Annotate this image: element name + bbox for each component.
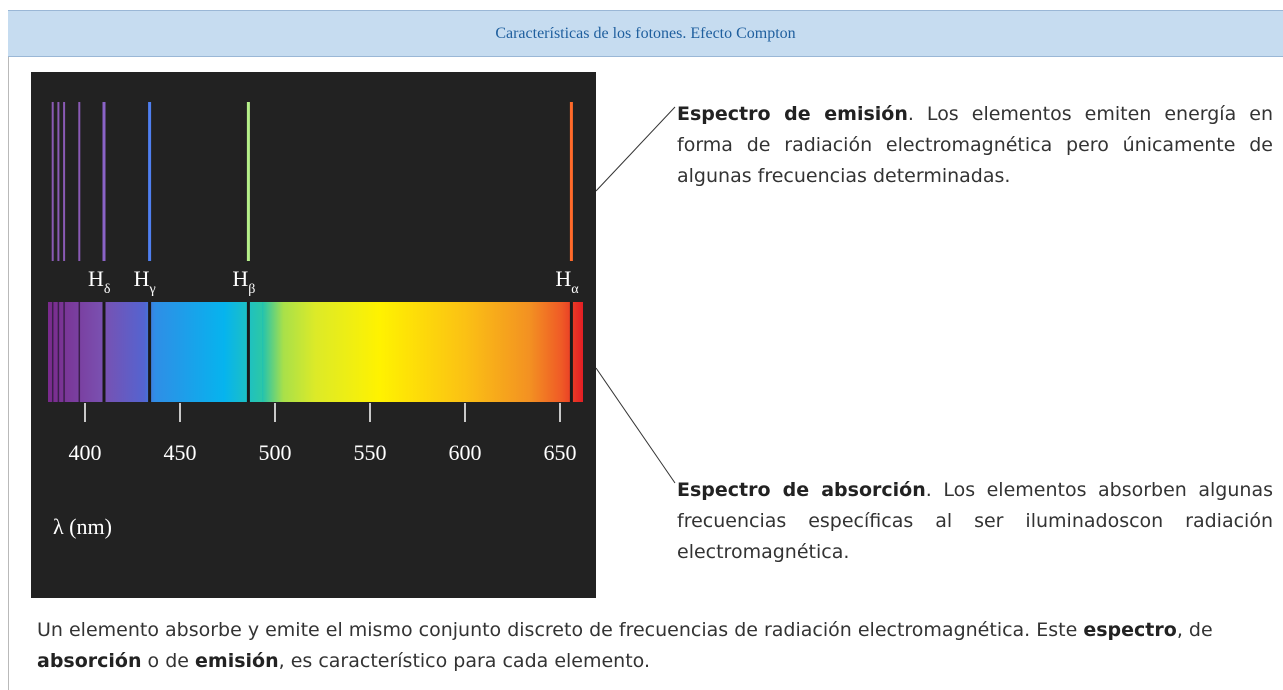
hydrogen-line-label-base: H [555,266,571,291]
hydrogen-line-label-base: H [88,266,104,291]
hydrogen-line-label: Hγ [134,266,156,297]
emission-lines [51,102,573,261]
emission-caption-bold: Espectro de emisión [677,103,908,125]
hydrogen-line-label-base: H [232,266,248,291]
hydrogen-line-label-base: H [134,266,150,291]
absorption-spectrum-band [48,302,583,402]
emission-caption: Espectro de emisión. Los elementos emite… [677,99,1273,192]
hydrogen-line-label-sub: β [248,282,255,297]
emission-caption-text: . Los elementos emiten energía en forma … [677,103,1274,187]
hydrogen-line-label: Hβ [232,266,255,297]
axis-tick-labels: 400 450 500 550 600 650 [69,440,577,465]
footer-bold-2: absorción [37,650,142,672]
hydrogen-line-label-sub: δ [104,282,111,297]
footer-bold-1: espectro [1083,619,1177,641]
hydrogen-line-label: Hα [555,266,579,297]
hydrogen-line-label-sub: γ [148,282,155,297]
footer-text-2: , de [1176,619,1213,641]
axis-tick-label: 550 [354,440,387,465]
footer-text-3: o de [141,650,196,672]
absorption-caption-text: . Los elementos absorben algunas frecuen… [677,479,1273,563]
hydrogen-line-label-sub: α [571,282,579,297]
page-title: Características de los fotones. Efecto C… [495,24,796,42]
axis-tick-label: 500 [259,440,292,465]
content-frame [8,57,1283,690]
axis-label: λ (nm) [53,514,112,539]
footer-paragraph: Un elemento absorbe y emite el mismo con… [37,615,1277,677]
hydrogen-line-label: Hδ [88,266,111,297]
footer-text-1: Un elemento absorbe y emite el mismo con… [37,619,1084,641]
absorption-caption-bold: Espectro de absorción [677,479,926,501]
axis-ticks [84,403,561,422]
axis-tick-label: 600 [449,440,482,465]
axis-tick-label: 400 [69,440,102,465]
absorption-lines [51,302,573,402]
absorption-caption: Espectro de absorción. Los elementos abs… [677,475,1273,568]
axis-tick-label: 650 [544,440,577,465]
footer-bold-3: emisión [195,650,279,672]
axis-tick-label: 450 [164,440,197,465]
header-bar: Características de los fotones. Efecto C… [8,10,1283,57]
footer-text-4: , es característico para cada elemento. [278,650,650,672]
